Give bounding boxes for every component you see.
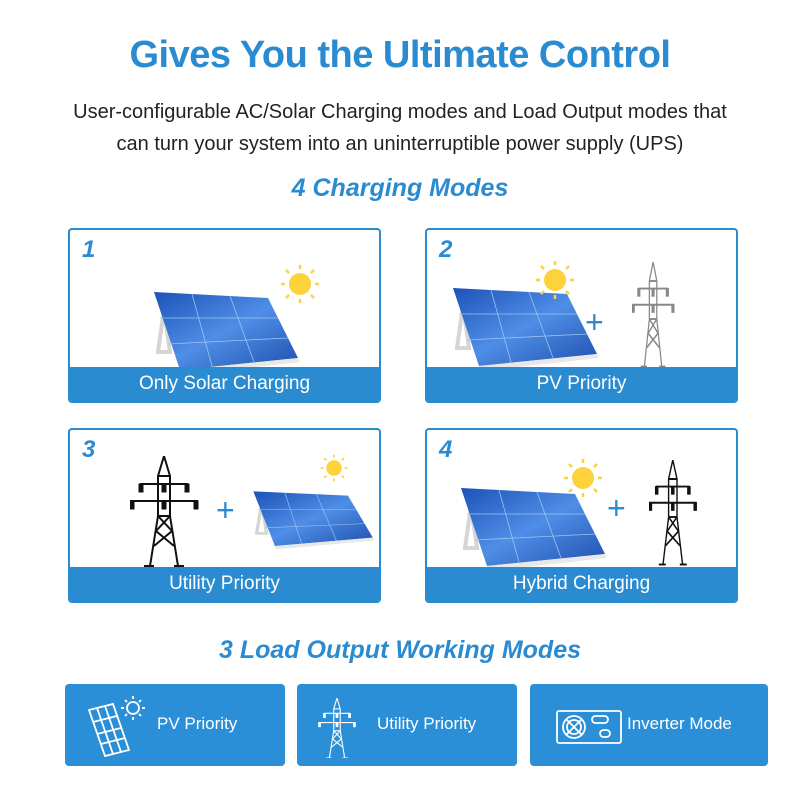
solar-panel-icon (451, 286, 601, 373)
charging-mode-card-4: 4 + Hybrid Charging (425, 428, 738, 603)
inverter-icon (556, 710, 622, 744)
sun-icon (320, 454, 349, 483)
load-modes-heading: 3 Load Output Working Modes (218, 636, 582, 664)
load-mode-label: Inverter Mode (627, 714, 732, 733)
mode-label: Hybrid Charging (427, 567, 736, 601)
mode-label: PV Priority (427, 367, 736, 401)
sun-icon (280, 264, 320, 304)
plus-icon: + (607, 490, 626, 526)
solar-panel-sun-icon (87, 696, 145, 758)
charging-mode-card-2: 2 + PV Priority (425, 228, 738, 403)
mode-number: 1 (82, 236, 96, 263)
charging-modes-heading: 4 Charging Modes (291, 174, 509, 202)
load-mode-utility-priority: Utility Priority (297, 684, 517, 766)
mode-number: 3 (82, 436, 96, 463)
sun-icon (535, 260, 575, 300)
subtitle: User-configurable AC/Solar Charging mode… (0, 96, 800, 160)
power-tower-icon (632, 262, 676, 368)
power-tower-icon (130, 456, 199, 567)
subtitle-line-2: can turn your system into an uninterrupt… (116, 133, 684, 155)
charging-mode-card-3: 3 + Utility Priority (68, 428, 381, 603)
power-tower-icon (317, 698, 357, 758)
subtitle-line-1: User-configurable AC/Solar Charging mode… (73, 101, 727, 123)
mode-number: 2 (439, 236, 453, 263)
sun-icon (563, 458, 603, 498)
mode-number: 4 (439, 436, 453, 463)
load-mode-inverter: Inverter Mode (530, 684, 768, 766)
load-mode-label: PV Priority (157, 714, 238, 733)
plus-icon: + (585, 304, 604, 340)
mode-label: Utility Priority (70, 567, 379, 601)
load-mode-pv-priority: PV Priority (65, 684, 285, 766)
mode-label: Only Solar Charging (70, 367, 379, 401)
charging-mode-card-1: 1 Only Solar Charging (68, 228, 381, 403)
load-mode-label: Utility Priority (377, 714, 477, 733)
page-title: Gives You the Ultimate Control (129, 34, 671, 76)
plus-icon: + (216, 492, 235, 528)
solar-panel-icon (459, 486, 609, 573)
power-tower-icon (649, 460, 698, 566)
